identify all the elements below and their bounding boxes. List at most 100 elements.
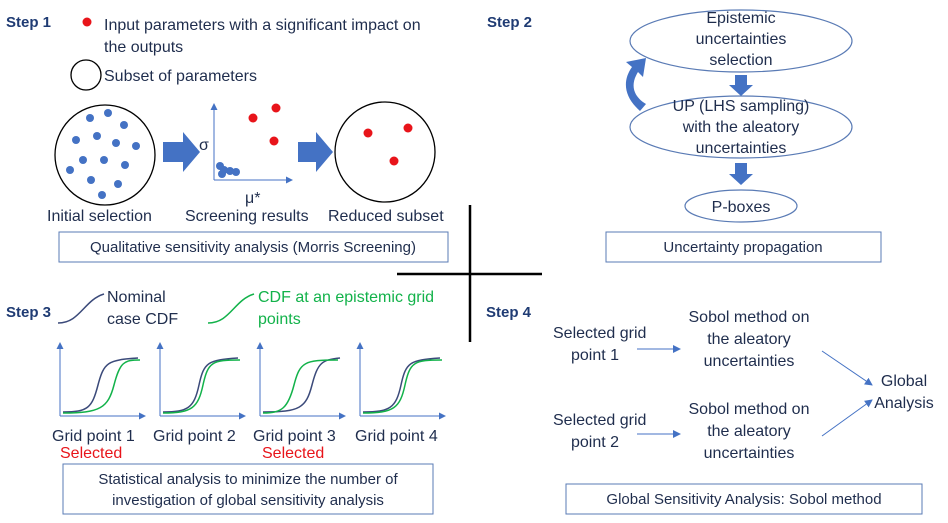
param-dot [93,132,101,140]
mu-star-axis-label: μ* [245,190,260,207]
sobol2-line1: Sobol method on [689,401,810,418]
grid-point-1-status: Selected [60,445,122,462]
param-dot [114,180,122,188]
screening-red-dot [269,136,279,146]
screening-red-dot [271,103,281,113]
epistemic-cdf-curve [362,359,443,414]
step4-label: Step 4 [486,304,532,321]
step1-label: Step 1 [6,14,51,31]
step4-summary-text: Global Sensitivity Analysis: Sobol metho… [606,491,881,508]
legend-nominal-line2: case CDF [107,311,178,328]
param-dot [72,136,80,144]
legend-epistemic-curve [207,293,255,324]
sobol2-line3: uncertainties [704,445,795,462]
epistemic-cdf-curve [262,359,339,414]
input2-line2: point 2 [571,434,619,451]
param-dot [104,109,112,117]
sobol2-line2: the aleatory [707,423,791,440]
nominal-cdf-curve [162,357,239,413]
step1-panel: Step 1 Input parameters with a significa… [6,14,449,263]
param-dot [98,191,106,199]
legend-epistemic-line2: points [258,311,301,328]
pboxes-ellipse [684,189,798,223]
screening-blue-dot [218,170,226,178]
grid-point-3-label: Grid point 3 [253,428,336,445]
input1-line2: point 1 [571,347,619,364]
caption-reduced-subset: Reduced subset [328,208,444,225]
legend-nominal-curve [57,293,105,324]
param-dot [66,166,74,174]
reduced-red-dot [403,123,413,133]
sobol1-line2: the aleatory [707,331,791,348]
step2-label: Step 2 [487,14,532,31]
screening-blue-dot [232,168,240,176]
legend-red-line1: Input parameters with a significant impa… [104,17,421,34]
grid-point-2-label: Grid point 2 [153,428,236,445]
step4-panel: Step 4 Selected grid point 1 Sobol metho… [486,304,934,515]
param-dot [87,176,95,184]
reduced-red-dot [363,128,373,138]
arrow-diagonal-up-icon [821,399,873,437]
input1-line1: Selected grid [553,325,646,342]
grid-point-4-label: Grid point 4 [355,428,438,445]
ellipse2-line2: with the aleatory [682,119,800,136]
initial-selection-circle [54,104,156,206]
legend-epistemic-line1: CDF at an epistemic grid [258,289,434,306]
param-dot [100,156,108,164]
param-dot [121,161,129,169]
legend-nominal-line1: Nominal [107,289,166,306]
caption-screening-results: Screening results [185,208,309,225]
ellipse1-line3: selection [709,52,772,69]
up-lhs-sampling-ellipse [629,95,853,159]
sigma-axis-label: σ [199,137,209,154]
ellipse1-line1: Epistemic [706,10,775,27]
global-line1: Global [881,373,927,390]
ellipse1-line2: uncertainties [696,31,787,48]
grid-point-plot-4 [356,342,446,420]
param-dot [120,121,128,129]
screening-blue-dot [226,167,234,175]
pboxes-label: P-boxes [712,199,771,216]
ellipse2-line1: UP (LHS sampling) [673,98,810,115]
arrow-down-icon [729,163,753,185]
param-dot [112,139,120,147]
block-arrow-right-icon [163,132,200,172]
step3-summary-line2: investigation of global sensitivity anal… [112,492,384,509]
step1-summary-text: Qualitative sensitivity analysis (Morris… [90,239,416,256]
global-line2: Analysis [874,395,934,412]
legend-subset-label: Subset of parameters [104,68,257,85]
nominal-cdf-curve [62,357,139,413]
step3-panel: Step 3 Nominal case CDF CDF at an episte… [6,289,446,515]
grid-point-plot-3 [256,342,346,420]
grid-point-plot-1 [56,342,146,420]
input2-line1: Selected grid [553,412,646,429]
param-dot [86,114,94,122]
screening-red-dot [248,113,258,123]
screening-plot: σ μ* [199,103,293,207]
ellipse2-line3: uncertainties [696,140,787,157]
sobol1-line1: Sobol method on [689,309,810,326]
epistemic-cdf-curve [62,359,141,414]
epistemic-selection-ellipse [629,9,853,73]
step2-summary-box [605,231,882,263]
param-dot [79,156,87,164]
epistemic-cdf-curve [162,359,241,414]
nominal-cdf-curve [362,357,441,413]
step1-summary-box [58,231,449,263]
grid-point-3-status: Selected [262,445,324,462]
sobol1-line3: uncertainties [704,353,795,370]
reduced-subset-circle [334,101,436,203]
legend-subset-circle [70,59,102,91]
step2-summary-text: Uncertainty propagation [663,239,822,256]
loop-arrow-icon [625,58,646,111]
step3-summary-line1: Statistical analysis to minimize the num… [98,471,398,488]
arrow-diagonal-down-icon [821,350,873,386]
step3-label: Step 3 [6,304,51,321]
caption-initial-selection: Initial selection [47,208,152,225]
block-arrow-right-icon [298,132,333,172]
step2-panel: Step 2 Epistemic uncertainties selection… [487,9,882,263]
step4-summary-box [565,483,923,515]
legend-red-dot [82,17,92,27]
reduced-red-dot [389,156,399,166]
